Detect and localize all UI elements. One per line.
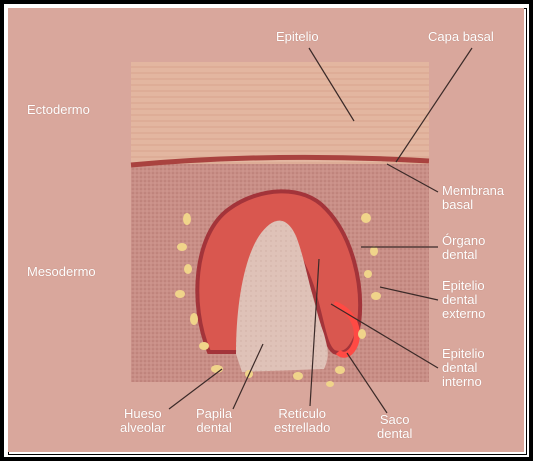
- label-epitelio: Epitelio: [276, 30, 319, 44]
- epithelium-layer: [131, 62, 429, 168]
- label-ectodermo: Ectodermo: [27, 103, 90, 117]
- label-membrana-basal-line1: Membrana: [442, 184, 504, 198]
- label-capa-basal: Capa basal: [428, 30, 494, 44]
- label-saco-dental-line1: Saco: [377, 413, 412, 427]
- label-epitelio-dental-externo-line3: externo: [442, 307, 485, 321]
- label-saco-dental: Saco dental: [377, 413, 412, 441]
- label-saco-dental-line2: dental: [377, 427, 412, 441]
- label-reticulo-estrellado-line1: Retículo: [274, 407, 330, 421]
- label-hueso-alveolar: Hueso alveolar: [120, 407, 166, 435]
- label-mesodermo: Mesodermo: [27, 265, 96, 279]
- label-epitelio-dental-externo-line1: Epitelio: [442, 279, 485, 293]
- label-papila-dental: Papila dental: [196, 407, 232, 435]
- label-hueso-alveolar-line1: Hueso: [120, 407, 166, 421]
- label-epitelio-dental-interno-line1: Epitelio: [442, 347, 485, 361]
- label-epitelio-dental-interno-line3: interno: [442, 375, 485, 389]
- label-papila-dental-line2: dental: [196, 421, 232, 435]
- label-membrana-basal: Membrana basal: [442, 184, 504, 212]
- label-reticulo-estrellado-line2: estrellado: [274, 421, 330, 435]
- label-hueso-alveolar-line2: alveolar: [120, 421, 166, 435]
- label-epitelio-dental-interno-line2: dental: [442, 361, 485, 375]
- label-reticulo-estrellado: Retículo estrellado: [274, 407, 330, 435]
- label-papila-dental-line1: Papila: [196, 407, 232, 421]
- label-epitelio-dental-externo-line2: dental: [442, 293, 485, 307]
- label-epitelio-dental-externo: Epitelio dental externo: [442, 279, 485, 321]
- label-membrana-basal-line2: basal: [442, 198, 504, 212]
- label-epitelio-dental-interno: Epitelio dental interno: [442, 347, 485, 389]
- label-organo-dental-line1: Órgano: [442, 234, 485, 248]
- label-organo-dental: Órgano dental: [442, 234, 485, 262]
- label-organo-dental-line2: dental: [442, 248, 485, 262]
